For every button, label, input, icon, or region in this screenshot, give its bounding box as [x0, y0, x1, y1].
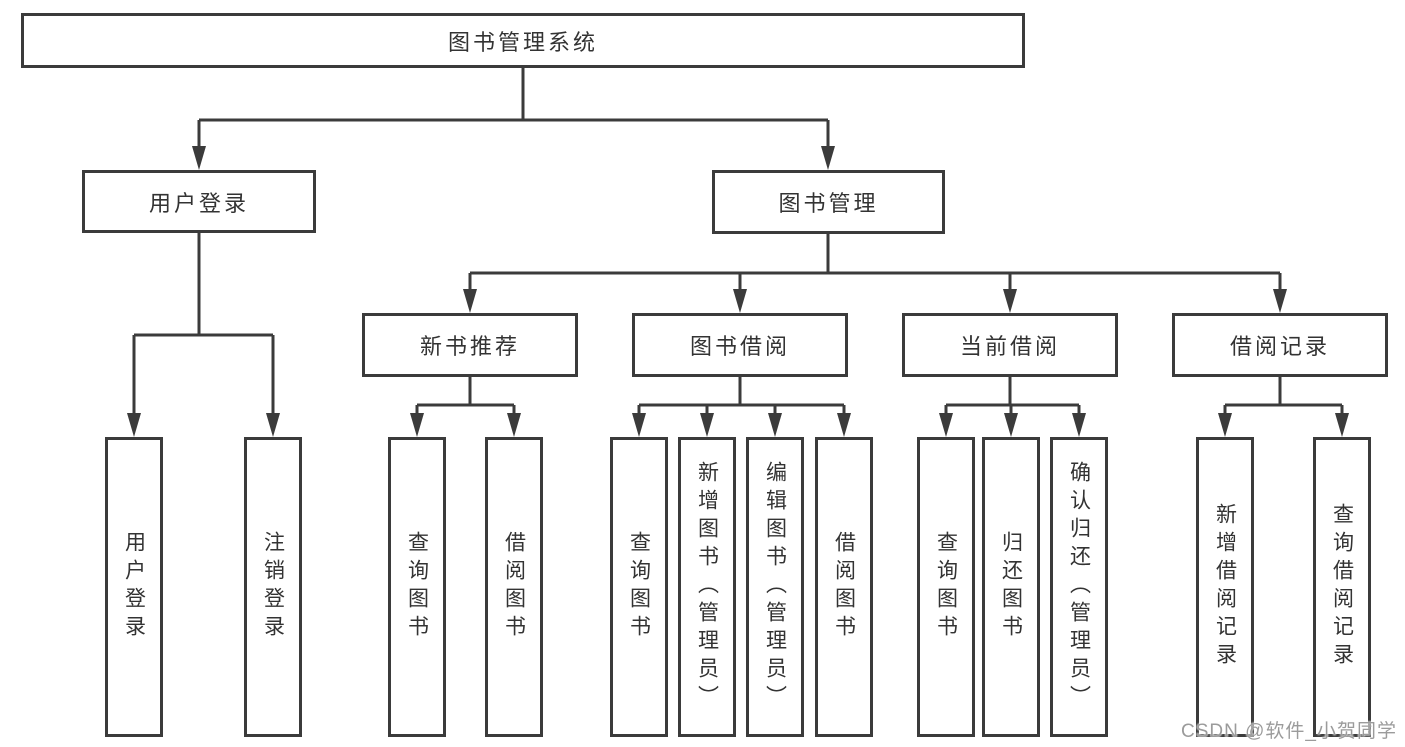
leaf-user-login: 用户登录 — [105, 437, 163, 737]
node-borrow-records: 借阅记录 — [1172, 313, 1388, 377]
node-library-system: 图书管理系统 — [21, 13, 1025, 68]
arrow-down-icon — [1072, 413, 1086, 437]
leaf-add-borrow-record: 新增借阅记录 — [1196, 437, 1254, 737]
leaf-logout: 注销登录 — [244, 437, 302, 737]
arrow-down-icon — [1003, 289, 1017, 313]
arrow-down-icon — [821, 146, 835, 170]
arrow-down-icon — [507, 413, 521, 437]
arrow-down-icon — [266, 413, 280, 437]
arrow-down-icon — [192, 146, 206, 170]
arrow-down-icon — [1004, 413, 1018, 437]
leaf-query-books-recommend: 查询图书 — [388, 437, 446, 737]
node-new-book-recommendation: 新书推荐 — [362, 313, 578, 377]
arrow-down-icon — [733, 289, 747, 313]
node-book-management: 图书管理 — [712, 170, 945, 234]
leaf-edit-books-admin: 编辑图书（管理员） — [746, 437, 804, 737]
arrow-down-icon — [463, 289, 477, 313]
arrow-down-icon — [768, 413, 782, 437]
arrow-down-icon — [410, 413, 424, 437]
arrow-down-icon — [632, 413, 646, 437]
arrow-down-icon — [700, 413, 714, 437]
arrow-down-icon — [127, 413, 141, 437]
arrow-down-icon — [1218, 413, 1232, 437]
node-book-borrowing: 图书借阅 — [632, 313, 848, 377]
leaf-query-books-current: 查询图书 — [917, 437, 975, 737]
leaf-add-books-admin: 新增图书（管理员） — [678, 437, 736, 737]
leaf-query-books-borrow: 查询图书 — [610, 437, 668, 737]
arrow-down-icon — [1273, 289, 1287, 313]
leaf-confirm-return-admin: 确认归还（管理员） — [1050, 437, 1108, 737]
leaf-return-books: 归还图书 — [982, 437, 1040, 737]
arrow-down-icon — [1335, 413, 1349, 437]
node-user-login: 用户登录 — [82, 170, 316, 233]
arrow-down-icon — [939, 413, 953, 437]
csdn-watermark: CSDN @软件_小贺同学 — [1181, 721, 1397, 742]
leaf-query-borrow-record: 查询借阅记录 — [1313, 437, 1371, 737]
node-current-borrowing: 当前借阅 — [902, 313, 1118, 377]
leaf-borrow-books: 借阅图书 — [815, 437, 873, 737]
arrow-down-icon — [837, 413, 851, 437]
leaf-borrow-books-recommend: 借阅图书 — [485, 437, 543, 737]
